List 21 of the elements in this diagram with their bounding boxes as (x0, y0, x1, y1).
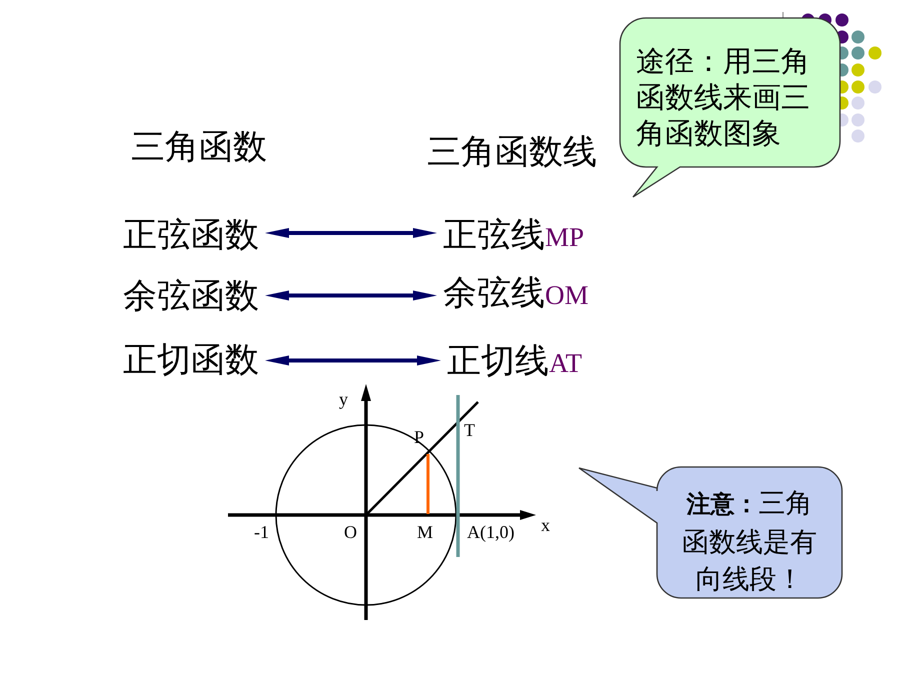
axis-label: y (339, 389, 348, 409)
function-label: 余弦函数 (117, 276, 265, 324)
callout-text: 注意：三角函数线是有向线段！ (681, 487, 818, 596)
point-label: O (344, 522, 357, 542)
point-label: A(1,0) (467, 522, 514, 542)
double-headed-arrow (265, 228, 437, 238)
column-heading: 三角函数线 (427, 133, 597, 173)
callout-text: 途径：用三角函数线来画三角函数图象 (636, 45, 811, 152)
function-label: 正弦函数 (117, 215, 265, 263)
line-label: 正切线AT (441, 341, 588, 389)
point-label: P (414, 427, 424, 447)
tick-label: -1 (254, 522, 269, 542)
double-headed-arrow (265, 356, 441, 366)
axis-label: x (541, 515, 550, 535)
point-label: M (417, 522, 434, 542)
line-label: 余弦线OM (437, 273, 595, 321)
column-heading: 三角函数 (131, 128, 267, 168)
double-headed-arrow (265, 290, 437, 300)
line-label: 正弦线MP (437, 215, 590, 263)
point-label: T (464, 420, 475, 440)
function-label: 正切函数 (117, 340, 265, 388)
